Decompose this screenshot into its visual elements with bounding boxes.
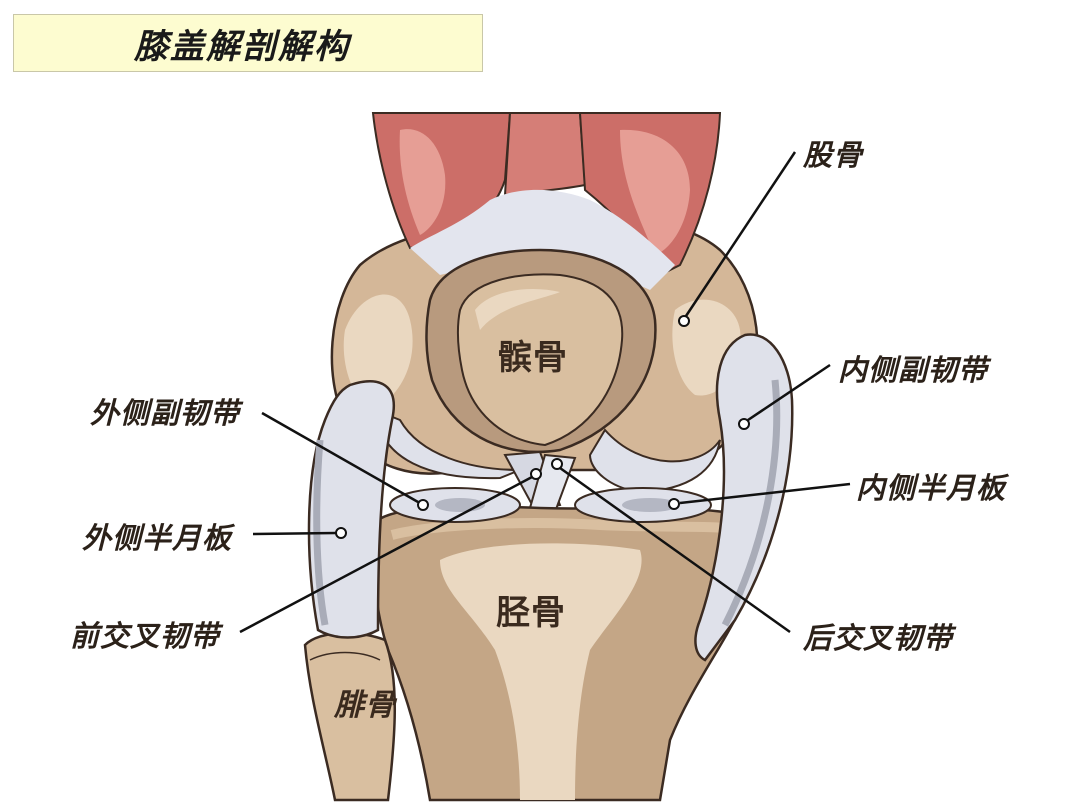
callout-femur: 股骨 bbox=[803, 138, 864, 172]
tibia-label: 胫骨 bbox=[496, 593, 566, 633]
callout-posterior-cruciate-ligament: 后交叉韧带 bbox=[803, 621, 954, 655]
fibula-label: 腓骨 bbox=[334, 688, 396, 723]
page-title: 膝盖解剖解构 bbox=[134, 26, 350, 67]
menisci bbox=[389, 487, 712, 523]
patella-label: 髌骨 bbox=[498, 338, 568, 378]
tibia bbox=[372, 505, 755, 802]
quadriceps-muscle bbox=[371, 112, 722, 290]
title-banner: 膝盖解剖解构 bbox=[13, 14, 483, 72]
callout-lateral-meniscus: 外侧半月板 bbox=[82, 521, 233, 555]
callout-lateral-collateral-ligament: 外侧副韧带 bbox=[90, 396, 241, 430]
callout-anterior-cruciate-ligament: 前交叉韧带 bbox=[70, 619, 221, 653]
callout-medial-meniscus: 内侧半月板 bbox=[856, 471, 1007, 505]
callout-medial-collateral-ligament: 内侧副韧带 bbox=[838, 353, 989, 387]
medial-collateral-ligament bbox=[694, 333, 794, 662]
patella bbox=[425, 248, 657, 454]
leader-lines bbox=[239, 151, 851, 634]
lateral-collateral-ligament bbox=[307, 380, 395, 639]
